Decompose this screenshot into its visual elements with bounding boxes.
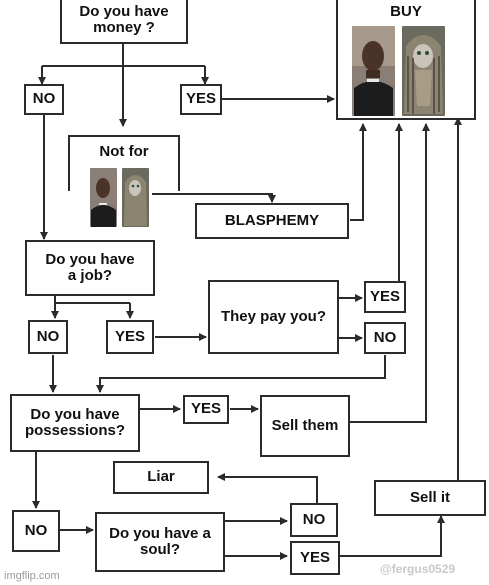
no-job-text: NO bbox=[36, 327, 60, 345]
not-for-text: Not for bbox=[99, 143, 149, 160]
pay-yes-box: YES bbox=[364, 281, 406, 313]
arrow-sell-them-to-buy bbox=[350, 123, 430, 423]
man-portrait-icon bbox=[352, 26, 395, 116]
arrow-soul-yes-to-sell-it bbox=[340, 515, 445, 557]
have-money-text: Do you have money ? bbox=[79, 2, 169, 36]
no-possessions-text: NO bbox=[24, 521, 48, 539]
connector-pay-no-down bbox=[96, 355, 386, 393]
they-pay-question: They pay you? bbox=[208, 280, 339, 354]
cat-dreadlocks-small-icon bbox=[122, 168, 149, 227]
not-for-man-photo bbox=[90, 168, 117, 227]
liar-box: Liar bbox=[113, 461, 209, 494]
have-soul-question: Do you have a soul? bbox=[95, 512, 225, 572]
not-for-cat-photo bbox=[122, 168, 149, 227]
have-job-text: Do you have a job? bbox=[45, 250, 135, 284]
connector-notfor-blasphemy bbox=[152, 193, 276, 203]
blasphemy-box: BLASPHEMY bbox=[195, 203, 349, 239]
possessions-text: Do you have possessions? bbox=[24, 405, 126, 439]
no-job-box: NO bbox=[28, 320, 68, 354]
no-possessions-box: NO bbox=[12, 510, 60, 552]
buy-cat-photo bbox=[402, 26, 445, 116]
sell-it-box: Sell it bbox=[374, 480, 486, 516]
pay-no-text: NO bbox=[373, 328, 397, 346]
no-money-box: NO bbox=[24, 84, 64, 115]
buy-text: BUY bbox=[390, 3, 422, 20]
soul-no-text: NO bbox=[302, 510, 326, 528]
imgflip-watermark: imgflip.com bbox=[4, 570, 60, 582]
have-soul-text: Do you have a soul? bbox=[109, 524, 211, 558]
have-money-question: Do you have money ? bbox=[60, 0, 188, 44]
soul-yes-text: YES bbox=[299, 548, 330, 566]
poss-yes-box: YES bbox=[183, 395, 229, 424]
cat-dreadlocks-icon bbox=[402, 26, 445, 116]
yes-money-box: YES bbox=[180, 84, 222, 115]
sell-it-text: Sell it bbox=[409, 488, 450, 506]
yes-job-text: YES bbox=[114, 327, 145, 345]
arrow-blasphemy-to-buy bbox=[350, 123, 367, 221]
they-pay-text: They pay you? bbox=[220, 307, 327, 325]
pay-no-box: NO bbox=[364, 322, 406, 354]
creator-handle: @fergus0529 bbox=[380, 562, 456, 576]
connector-job-split bbox=[54, 295, 130, 304]
soul-yes-box: YES bbox=[290, 541, 340, 575]
possessions-question: Do you have possessions? bbox=[10, 394, 140, 452]
have-job-question: Do you have a job? bbox=[25, 240, 155, 296]
poss-yes-text: YES bbox=[190, 400, 221, 418]
sell-them-text: Sell them bbox=[271, 416, 339, 434]
yes-money-text: YES bbox=[185, 90, 216, 108]
sell-them-box: Sell them bbox=[260, 395, 350, 457]
blasphemy-text: BLASPHEMY bbox=[224, 211, 320, 229]
liar-text: Liar bbox=[147, 468, 175, 486]
no-money-text: NO bbox=[32, 90, 56, 108]
soul-no-box: NO bbox=[290, 503, 338, 537]
man-portrait-small-icon bbox=[90, 168, 117, 227]
buy-man-photo bbox=[352, 26, 395, 116]
yes-job-box: YES bbox=[106, 320, 154, 354]
pay-yes-text: YES bbox=[369, 287, 400, 305]
arrow-soul-no-to-liar bbox=[217, 473, 318, 503]
